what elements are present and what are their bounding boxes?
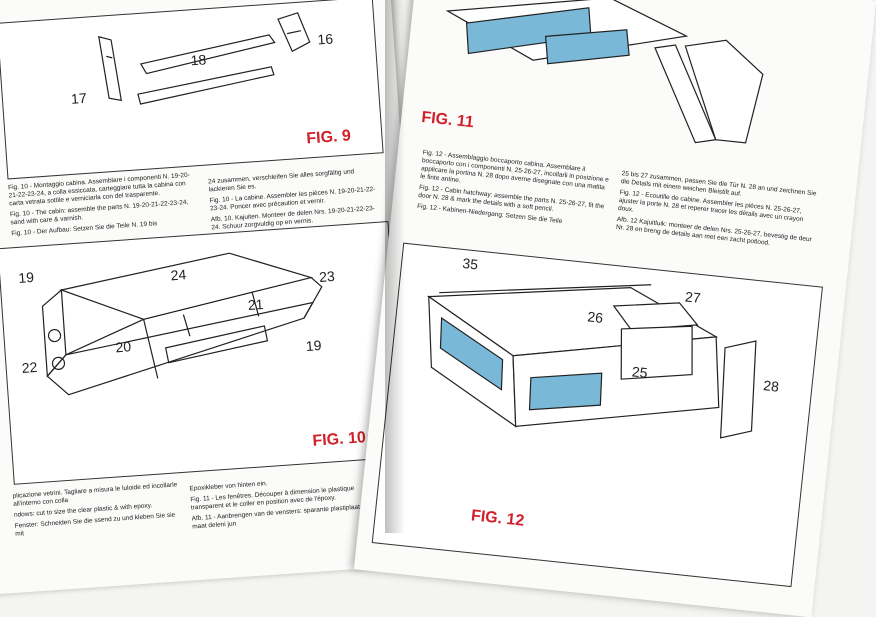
callout-23: 23 — [318, 267, 336, 285]
callout-20: 20 — [114, 338, 132, 356]
fig10-label: FIG. 10 — [311, 429, 367, 450]
callout-27: 27 — [684, 288, 702, 306]
fig12-box: 35 27 26 25 28 FIG. 12 — [371, 242, 823, 588]
callout-28: 28 — [762, 377, 780, 395]
callout-22: 22 — [21, 358, 38, 376]
fig11-area: FIG. 11 — [414, 0, 858, 183]
fig12-text-col1: Fig. 12 - Assemblaggio boccaporto cabina… — [417, 149, 612, 231]
callout-19-a: 19 — [17, 268, 35, 286]
callout-19-b: 19 — [305, 337, 322, 355]
fig11-text-col2: Epoxikleber von hinten ein. Fig. 11 - Le… — [189, 472, 382, 531]
fig9-label: FIG. 9 — [305, 127, 352, 148]
left-page: 17 18 16 FIG. 9 Fig. 10 - Montaggio cabi… — [0, 0, 431, 595]
callout-18: 18 — [190, 51, 207, 69]
callout-35: 35 — [461, 254, 479, 273]
fig12-text-col2: 25 bis 27 zusammen, passen Sie die Tür N… — [616, 170, 821, 253]
fig9-box: 17 18 16 FIG. 9 — [0, 0, 384, 180]
callout-16: 16 — [316, 30, 334, 48]
callout-17: 17 — [70, 89, 88, 107]
fig10-text-col1: Fig. 10 - Montaggio cabina. Assemblare i… — [8, 171, 201, 238]
fig9-drawing — [98, 12, 311, 105]
fig10-box: 19 24 23 21 20 22 19 FIG. 10 — [0, 221, 405, 485]
callout-24: 24 — [170, 266, 187, 284]
page-gutter-shadow — [385, 0, 405, 533]
callout-21: 21 — [247, 295, 264, 314]
fig11-drawing — [445, 0, 764, 144]
callout-26: 26 — [586, 308, 604, 326]
callout-25: 25 — [631, 363, 649, 381]
right-page: FIG. 11 Fig. 12 - Assemblaggio boccaport… — [353, 0, 876, 617]
fig12-drawing — [426, 284, 757, 439]
fig11-text-col1: plicazione vetrini. Tagliare a misura le… — [12, 481, 180, 538]
fig10-drawing — [41, 252, 323, 396]
